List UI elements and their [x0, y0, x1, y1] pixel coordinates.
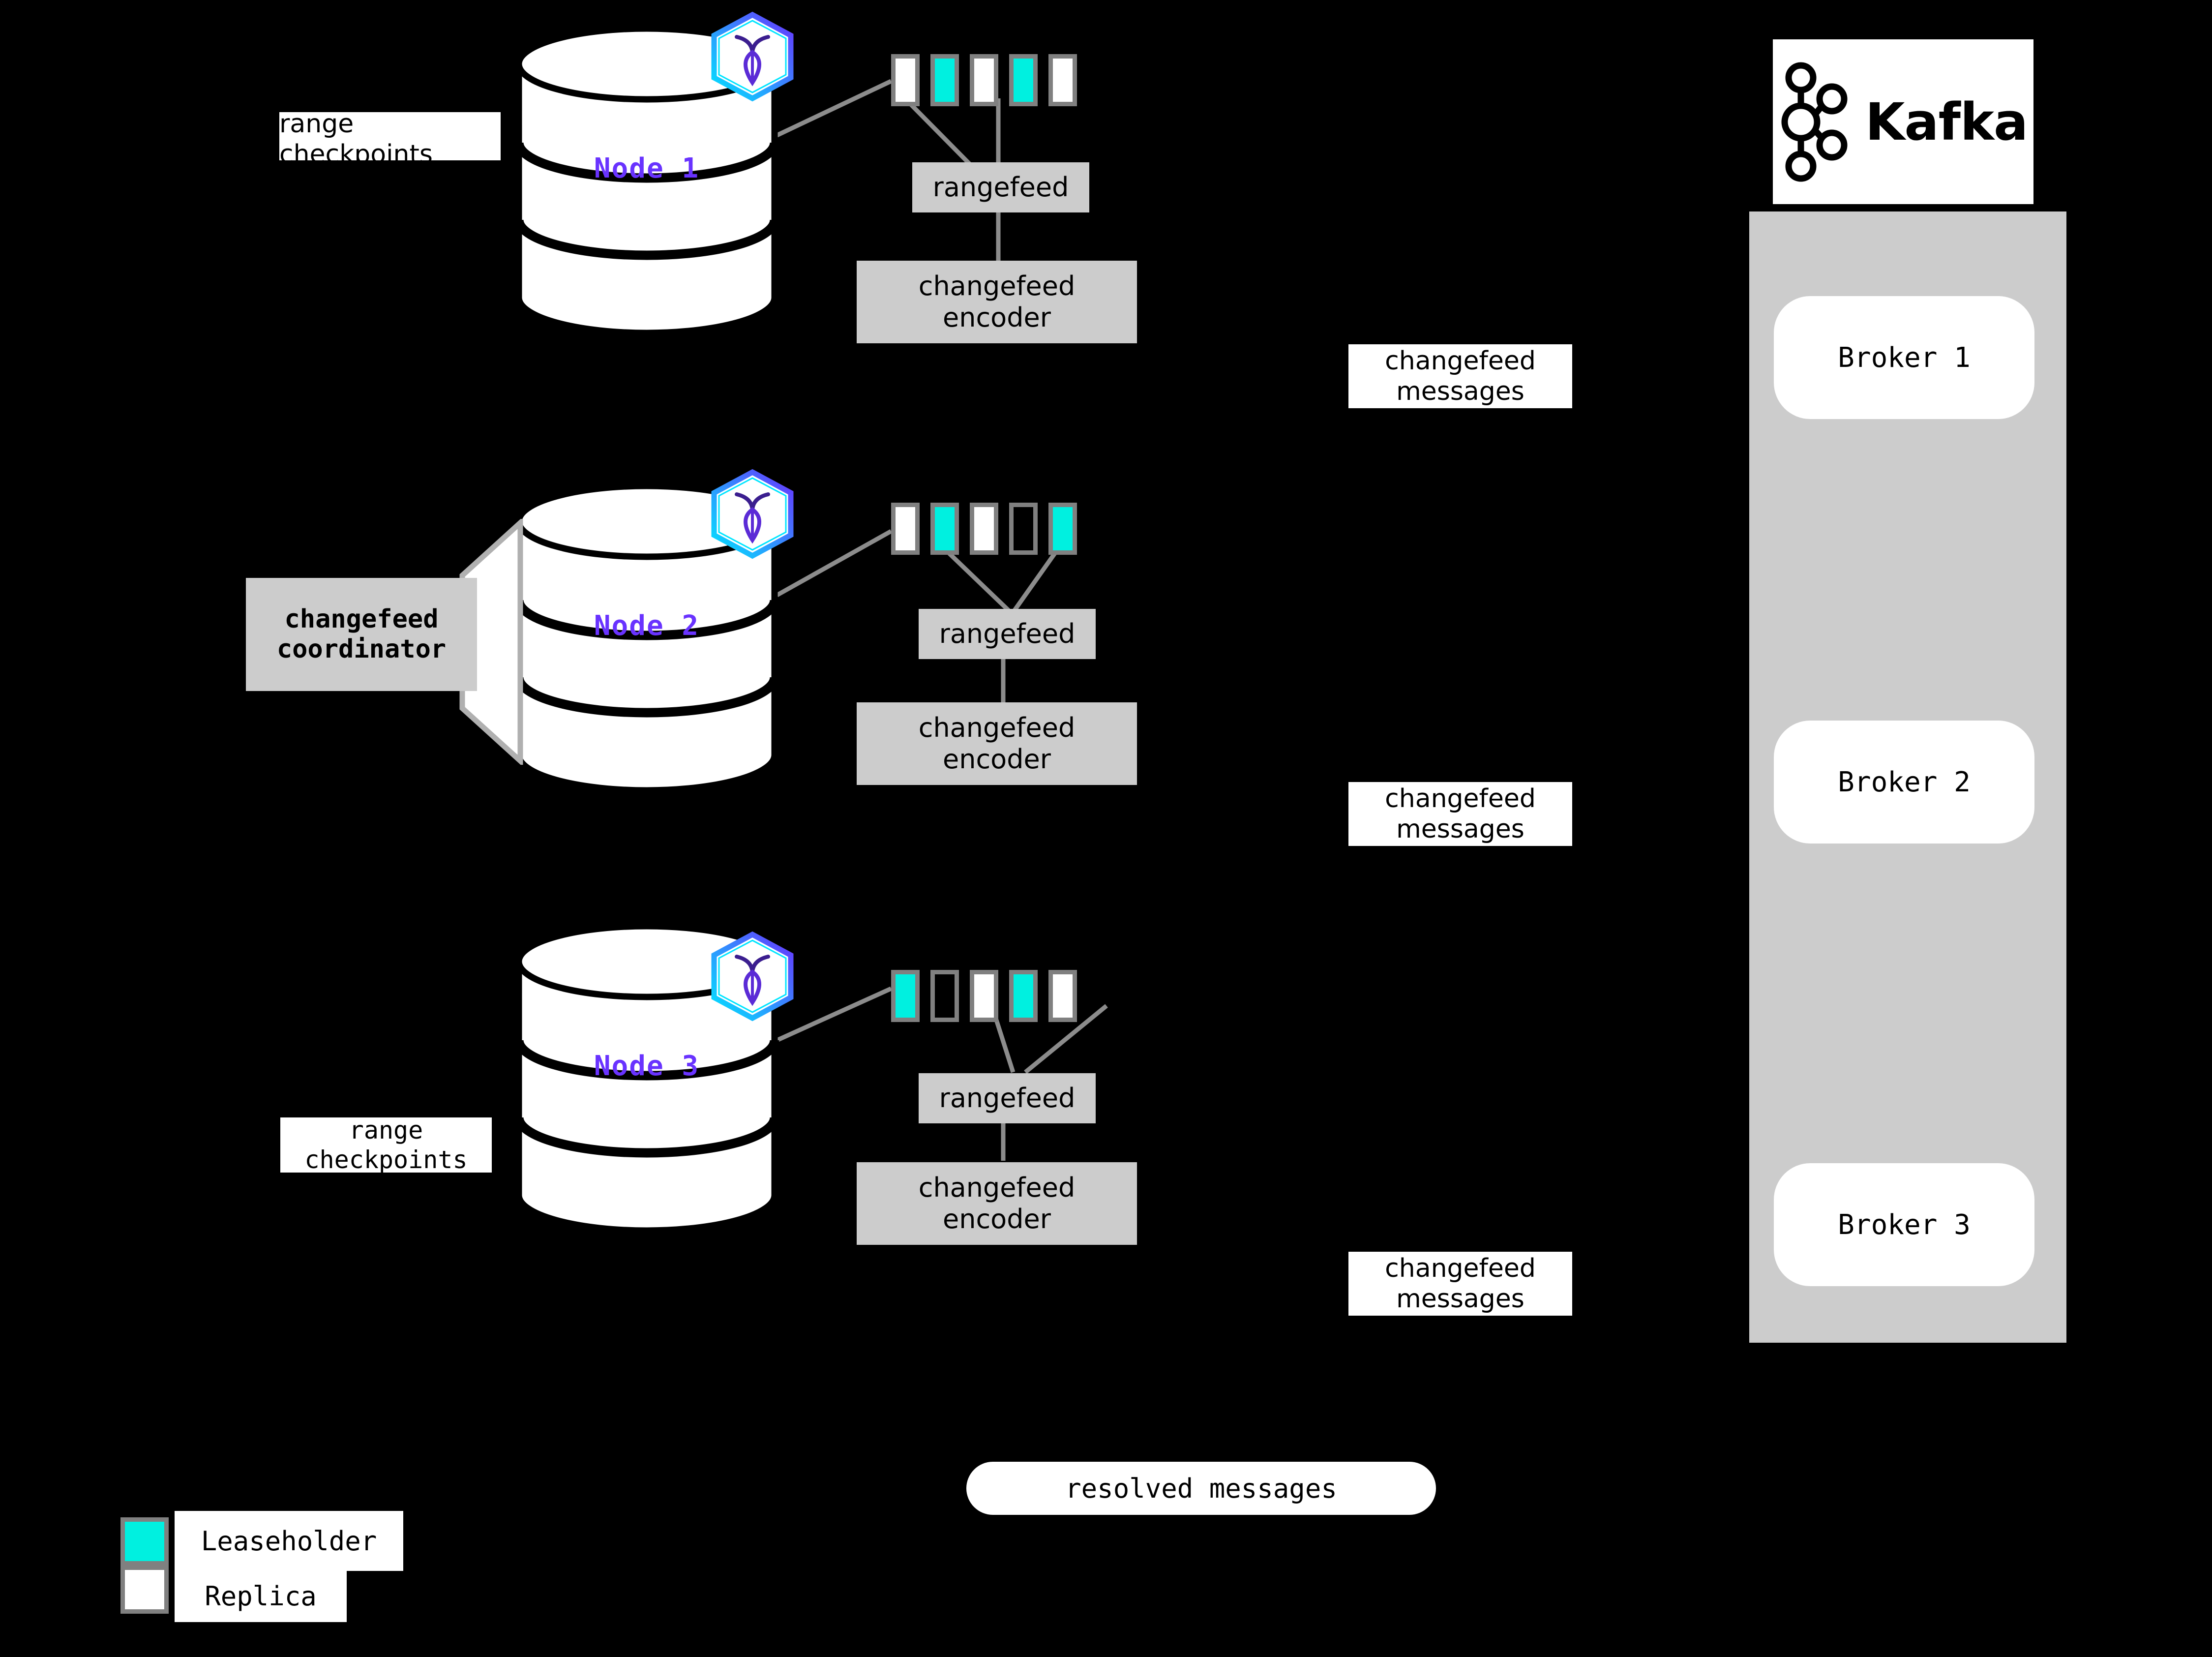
node-2-ranges	[891, 503, 1077, 555]
range-box[interactable]	[970, 503, 998, 555]
legend-label-leaseholder: Leaseholder	[175, 1511, 403, 1571]
resolved-messages-pill: resolved messages	[966, 1462, 1436, 1515]
node-2-label: Node 2	[594, 610, 700, 642]
range-box[interactable]	[970, 54, 998, 106]
range-box[interactable]	[930, 54, 959, 106]
range-box[interactable]	[1048, 54, 1077, 106]
checkpoint-line-2: checkpoints	[304, 1145, 468, 1174]
node-2-changefeed-encoder-box[interactable]: changefeed encoder	[857, 702, 1137, 785]
kafka-broker-panel: Broker 1 Broker 2 Broker 3	[1749, 211, 2066, 1343]
node-1-label: Node 1	[594, 152, 700, 184]
checkpoint-line-1: range	[349, 1116, 423, 1145]
encoder-line-2: encoder	[943, 744, 1051, 775]
range-checkpoints-label-top: range checkpoints	[279, 109, 501, 169]
encoder-line-1: changefeed	[918, 1172, 1076, 1204]
node-3-ranges	[891, 970, 1077, 1022]
range-box[interactable]	[1009, 970, 1038, 1022]
range-box[interactable]	[891, 503, 920, 555]
range-box[interactable]	[891, 970, 920, 1022]
checkpoint-line-1: range	[279, 109, 354, 139]
node-1-changefeed-encoder-box[interactable]: changefeed encoder	[857, 261, 1137, 343]
encoder-line-1: changefeed	[918, 271, 1076, 302]
message-line-1: changefeed	[1385, 783, 1536, 813]
encoder-line-2: encoder	[943, 302, 1051, 333]
message-line-2: messages	[1396, 377, 1524, 406]
node-2-cylinder: Node 2	[514, 484, 779, 792]
range-box[interactable]	[1048, 970, 1077, 1022]
range-checkpoints-label-bottom: range checkpoints	[280, 1116, 492, 1174]
range-box[interactable]	[1048, 503, 1077, 555]
message-line-1: changefeed	[1385, 1253, 1536, 1283]
broker-2[interactable]: Broker 2	[1774, 721, 2034, 844]
changefeed-coordinator-box[interactable]: changefeed coordinator	[246, 578, 477, 691]
encoder-line-1: changefeed	[918, 712, 1076, 744]
cockroachdb-hex-logo	[708, 10, 797, 103]
legend-swatch-leaseholder	[120, 1517, 169, 1566]
range-box[interactable]	[1009, 54, 1038, 106]
legend-label-replica: Replica	[175, 1570, 347, 1622]
node-3-changefeed-encoder-box[interactable]: changefeed encoder	[857, 1162, 1137, 1245]
node-3-label: Node 3	[594, 1050, 700, 1082]
legend-swatch-replica	[120, 1566, 169, 1614]
broker-3[interactable]: Broker 3	[1774, 1163, 2034, 1286]
node-3-cylinder: Node 3	[514, 925, 779, 1232]
node-3-rangefeed-box[interactable]: rangefeed	[919, 1073, 1096, 1123]
range-box[interactable]	[1009, 503, 1038, 555]
node-1-rangefeed-box[interactable]: rangefeed	[912, 162, 1089, 212]
message-line-2: messages	[1396, 814, 1524, 844]
changefeed-messages-label-2: changefeed messages	[1348, 782, 1572, 846]
message-line-2: messages	[1396, 1284, 1524, 1314]
coordinator-line-2: coordinator	[276, 634, 447, 664]
broker-1[interactable]: Broker 1	[1774, 296, 2034, 419]
kafka-logo	[1781, 62, 1848, 181]
range-box[interactable]	[930, 503, 959, 555]
message-line-1: changefeed	[1385, 346, 1536, 376]
cockroachdb-hex-logo	[708, 467, 797, 561]
kafka-logo-card: Kafka	[1773, 39, 2033, 204]
node-2-rangefeed-box[interactable]: rangefeed	[919, 609, 1096, 659]
node-1-cylinder: Node 1	[514, 27, 779, 334]
range-box[interactable]	[930, 970, 959, 1022]
cockroachdb-hex-logo	[708, 930, 797, 1023]
coordinator-line-1: changefeed	[284, 604, 439, 634]
range-box[interactable]	[970, 970, 998, 1022]
changefeed-messages-label-3: changefeed messages	[1348, 1252, 1572, 1316]
node-1-ranges	[891, 54, 1077, 106]
encoder-line-2: encoder	[943, 1204, 1051, 1235]
changefeed-messages-label-1: changefeed messages	[1348, 344, 1572, 408]
range-box[interactable]	[891, 54, 920, 106]
checkpoint-line-2: checkpoints	[279, 140, 433, 169]
kafka-wordmark: Kafka	[1865, 91, 2028, 152]
